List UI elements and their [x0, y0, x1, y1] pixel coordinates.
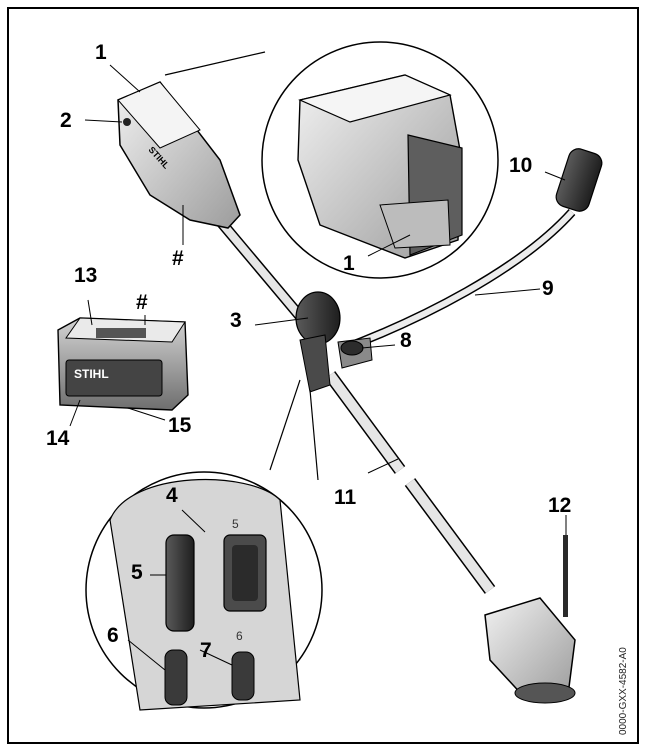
- safety-lever: [231, 651, 255, 701]
- switch-detail-inset: 5 6: [85, 379, 323, 711]
- speed-wheel: [165, 534, 195, 632]
- control-handle: [295, 291, 373, 393]
- motor-detail-inset: [164, 41, 499, 279]
- callout-11: 11: [334, 486, 357, 509]
- callout-12: 12: [548, 494, 572, 517]
- callout-1-inset: 1: [343, 252, 355, 275]
- motor-screw: [123, 118, 131, 126]
- handle-grip: [555, 148, 603, 212]
- trimmer-head: [484, 597, 576, 704]
- callout-14: 14: [46, 427, 70, 450]
- lock-lever: [164, 649, 188, 706]
- switch-mark-lower: 6: [236, 629, 243, 643]
- motor-housing: STIHL: [117, 81, 241, 229]
- callout-6: 6: [107, 624, 119, 647]
- callout-hash-motor: #: [172, 247, 184, 270]
- callout-15: 15: [168, 414, 192, 437]
- callout-2: 2: [60, 109, 72, 132]
- switch-mark-upper: 5: [232, 517, 239, 531]
- callout-10: 10: [509, 154, 533, 177]
- callout-5: 5: [131, 561, 143, 584]
- callout-13: 13: [74, 264, 98, 287]
- callout-7: 7: [200, 639, 212, 662]
- callout-8: 8: [400, 329, 412, 352]
- callout-4: 4: [166, 484, 178, 507]
- spare-line: [563, 535, 568, 617]
- loop-handle: [338, 148, 603, 355]
- callout-1-motor: 1: [95, 41, 107, 64]
- callout-3: 3: [230, 309, 242, 332]
- callout-hash-battery: #: [136, 291, 148, 314]
- leader-lines: [69, 64, 567, 671]
- drawing-code: 0000-GXX-4582-A0: [618, 647, 629, 735]
- battery-stihl-logo: STIHL: [74, 367, 109, 381]
- callout-9: 9: [542, 277, 554, 300]
- battery-pack: STIHL: [57, 317, 189, 411]
